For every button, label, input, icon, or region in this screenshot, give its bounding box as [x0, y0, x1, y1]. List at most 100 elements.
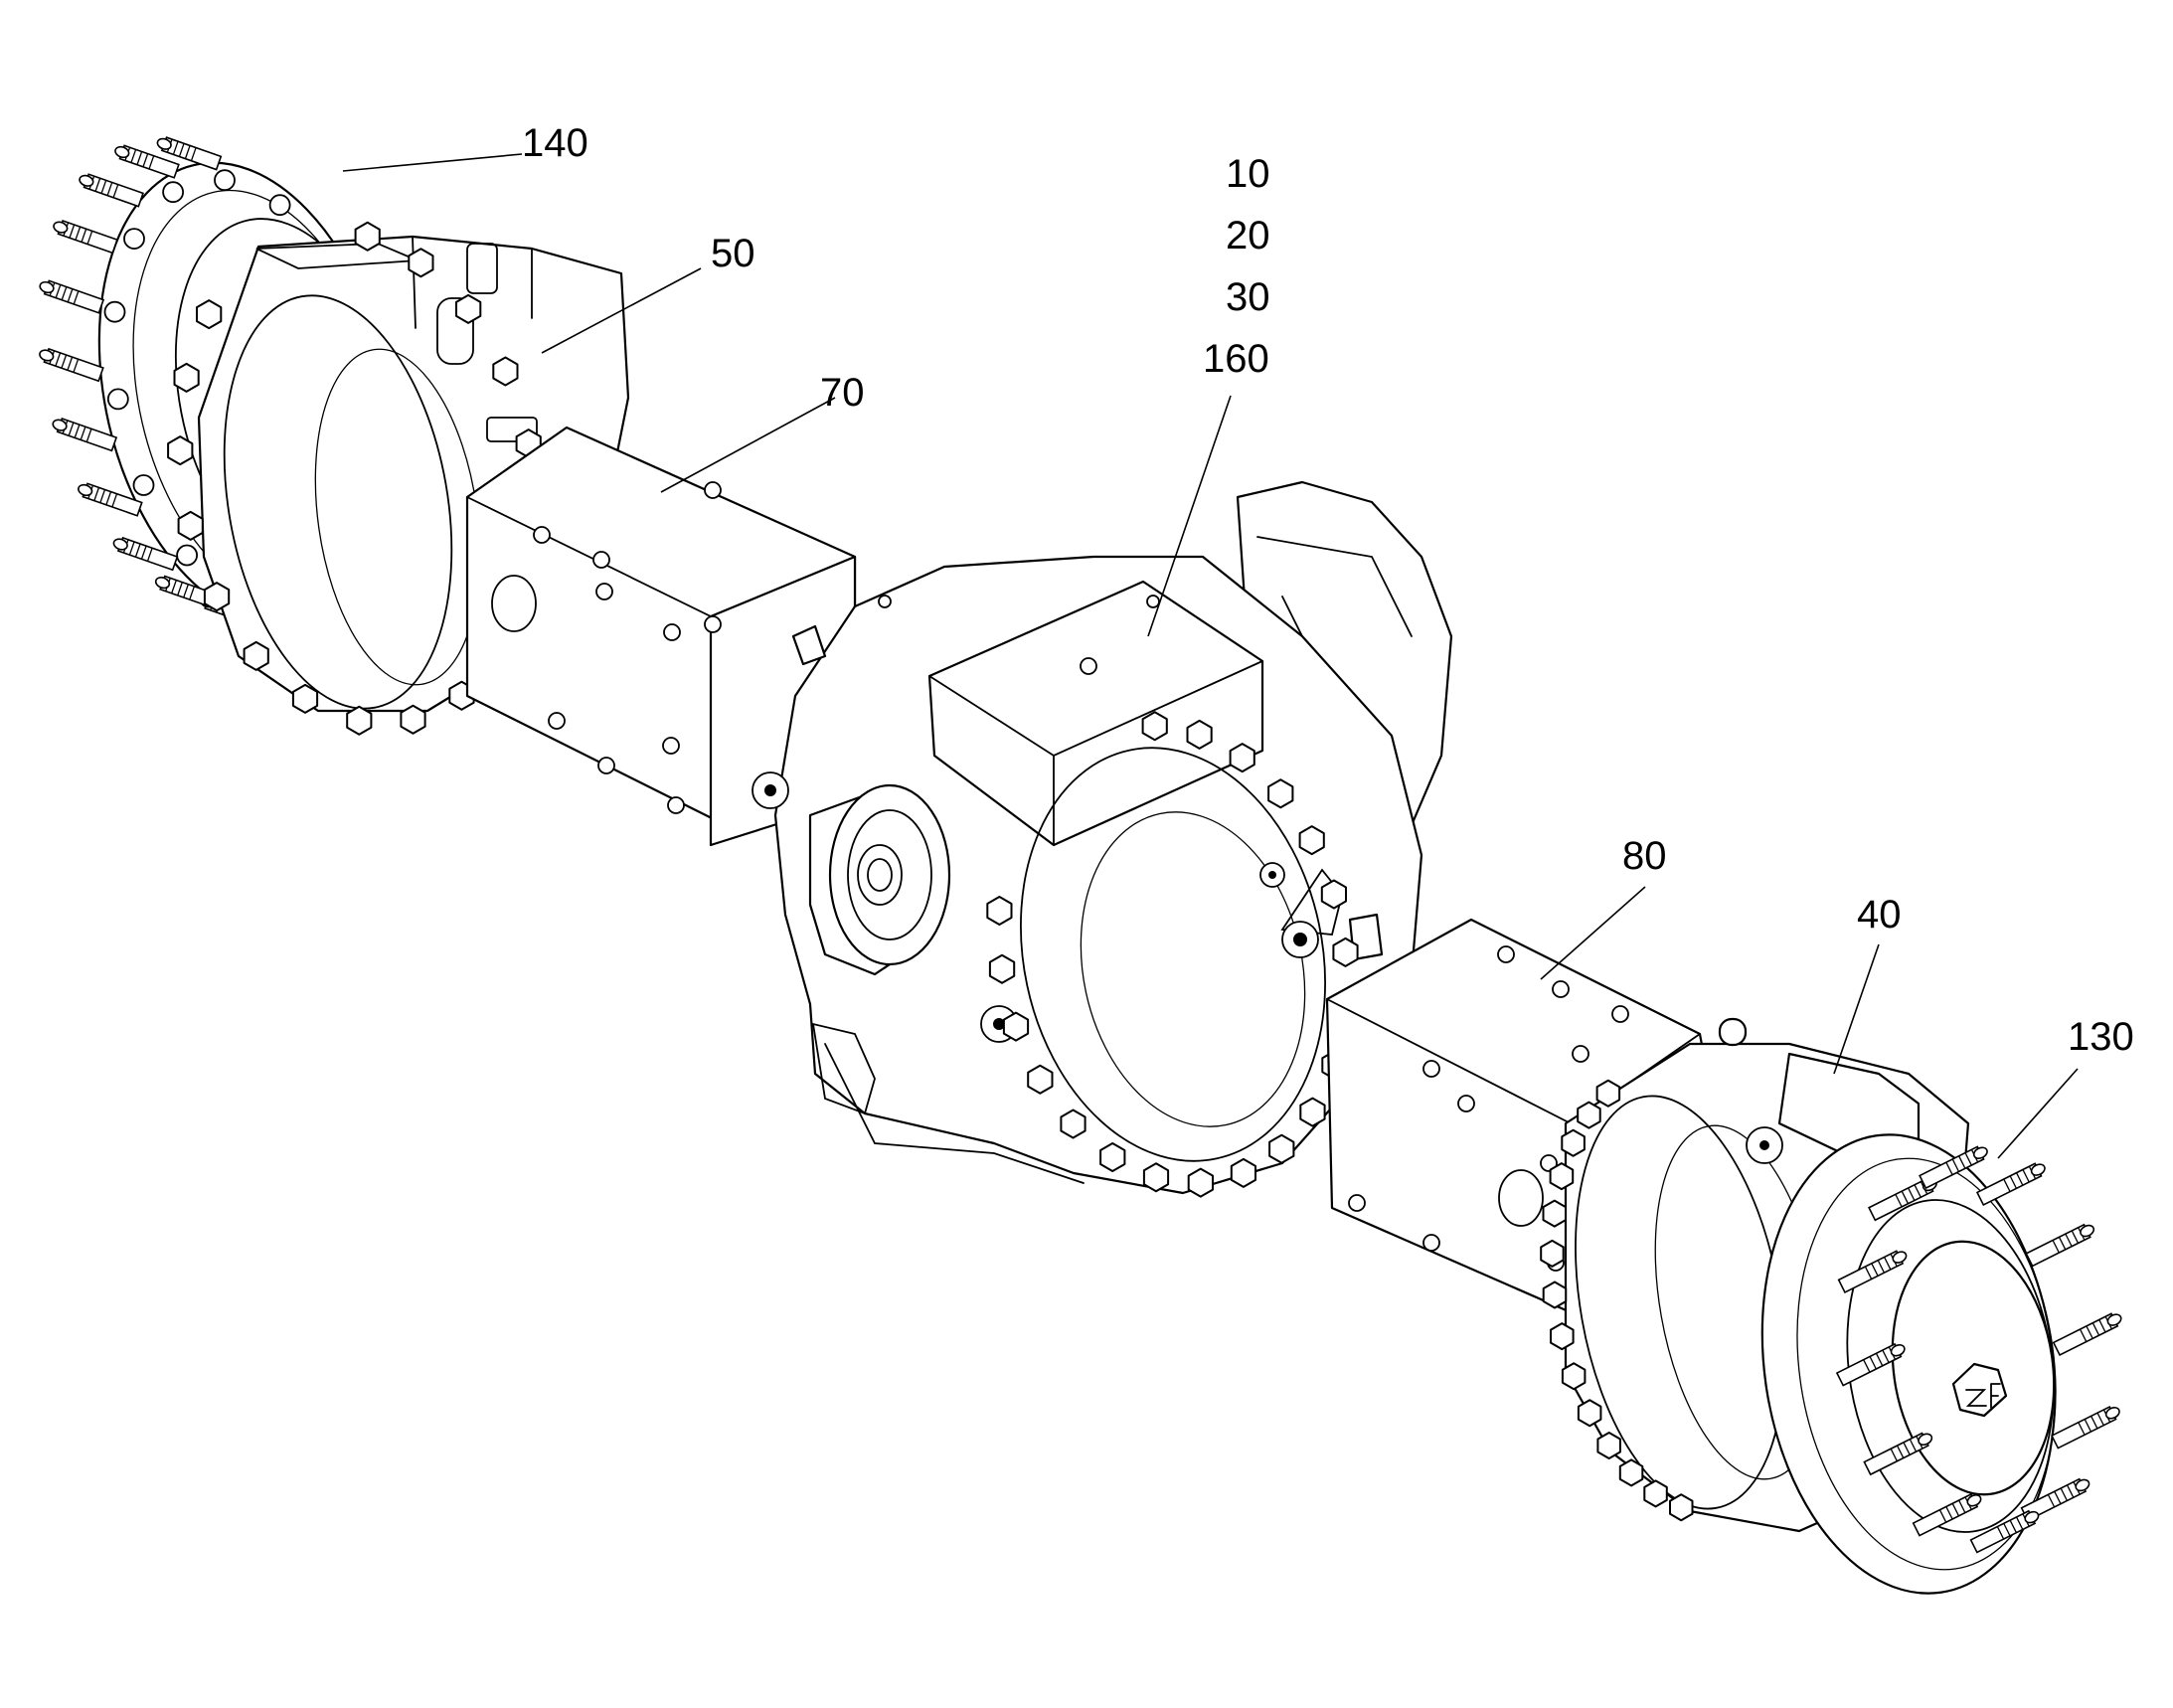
stud-thread	[2009, 1519, 2017, 1533]
flange-hole	[123, 228, 145, 251]
hex-bolt	[1230, 1157, 1256, 1188]
stud-thread	[130, 149, 137, 163]
flange-hole	[162, 181, 185, 204]
stud-thread	[100, 180, 107, 194]
stud-tip	[1972, 1146, 1988, 1159]
zf-logo	[1951, 1362, 2008, 1418]
stud-thread	[1945, 1161, 1953, 1175]
stud-thread	[1864, 1266, 1873, 1280]
stud-thread	[111, 493, 118, 508]
right-wheel-hub	[1760, 1133, 2122, 1595]
label-10: 10	[1226, 152, 1270, 196]
stud-tip	[156, 137, 172, 150]
stud-thread	[1871, 1263, 1879, 1277]
hex-bolt	[1577, 1399, 1602, 1428]
flange-hole	[214, 169, 236, 192]
right-planetary-bolts	[1540, 1079, 1694, 1522]
central-differential-housing	[752, 480, 1453, 1198]
stud-thread	[94, 178, 101, 192]
hex-bolt	[1577, 1101, 1601, 1129]
stud-thread	[184, 145, 191, 159]
hex-bolt	[203, 582, 231, 612]
hex-bolt	[1618, 1458, 1644, 1487]
stud-thread	[2047, 1494, 2056, 1508]
leader-line-130	[1997, 1068, 2079, 1159]
stud-thread	[1884, 1257, 1892, 1271]
stud-thread	[105, 491, 112, 506]
hex-bolt	[196, 299, 223, 330]
stud-thread	[172, 140, 179, 155]
stud-tip	[1890, 1343, 1906, 1357]
stud-thread	[55, 352, 62, 367]
hex-bolt	[1643, 1479, 1668, 1508]
hex-bolt	[400, 704, 426, 735]
leader-line-80	[1540, 886, 1646, 980]
hex-bolt	[1320, 879, 1347, 910]
stud-thread	[73, 358, 80, 373]
stud-tip	[52, 419, 68, 431]
stud-thread	[2003, 1178, 2011, 1192]
stud-tip	[1892, 1251, 1908, 1264]
right-wheel-studs	[1835, 1145, 2122, 1554]
leader-line-50	[541, 267, 702, 354]
stud-thread	[112, 184, 119, 198]
stud-tip	[154, 577, 171, 590]
stud-thread	[178, 143, 185, 157]
stud-tip	[2080, 1224, 2095, 1238]
stud-thread	[1951, 1158, 1960, 1172]
stud-thread	[74, 424, 81, 438]
stud-thread	[2022, 1169, 2030, 1183]
stud-thread	[2079, 1328, 2088, 1342]
hex-bolt	[1186, 719, 1213, 750]
stud-thread	[67, 288, 74, 303]
hex-bolt	[1142, 1162, 1170, 1193]
stud-thread	[1914, 1184, 1922, 1198]
stud-thread	[1958, 1499, 1966, 1513]
reference-labels: 140 50 70 10 20 30 160 80 40 130	[342, 121, 2134, 1159]
stud-thread	[2091, 1322, 2100, 1336]
left-planetary-bolts	[167, 221, 549, 736]
hex-bolt	[354, 221, 381, 252]
stud-thread	[1895, 1194, 1903, 1208]
hex-bolt	[1595, 1079, 1621, 1108]
hex-bolt	[1549, 1162, 1575, 1191]
hex-bolt	[346, 705, 373, 736]
stud-thread	[61, 354, 68, 369]
stud-thread	[80, 427, 86, 440]
stud-tip	[79, 174, 94, 187]
hex-bolt	[1332, 937, 1359, 967]
hex-bolt	[1561, 1362, 1587, 1391]
leader-line-160	[1147, 395, 1232, 637]
hex-bolt	[1099, 1142, 1126, 1172]
label-20: 20	[1226, 214, 1270, 257]
hex-bolt	[1141, 711, 1168, 742]
stud-thread	[1890, 1448, 1898, 1462]
stud-thread	[73, 290, 80, 305]
stud-thread	[2052, 1240, 2060, 1254]
stud-thread	[190, 147, 197, 161]
label-40: 40	[1857, 893, 1902, 937]
stud-tip	[39, 349, 55, 362]
stud-thread	[136, 151, 143, 165]
hex-bolt	[1060, 1109, 1086, 1139]
hex-bolt	[986, 896, 1013, 926]
stud-thread	[1896, 1445, 1905, 1458]
stud-thread	[2096, 1412, 2104, 1426]
stud-tip	[39, 280, 55, 294]
label-160: 160	[1203, 337, 1269, 381]
hex-bolt	[1596, 1432, 1621, 1459]
stud-thread	[1964, 1152, 1972, 1166]
hex-bolt	[1187, 1167, 1214, 1198]
stud-thread	[1875, 1352, 1884, 1367]
stud-thread	[177, 582, 183, 597]
label-70: 70	[820, 371, 865, 415]
left-wheel-studs	[39, 136, 265, 629]
hex-bolt	[1002, 1011, 1030, 1042]
stud-thread	[2066, 1484, 2075, 1498]
stud-thread	[61, 286, 68, 300]
label-140: 140	[522, 121, 588, 165]
stud-thread	[1945, 1506, 1953, 1520]
stud-thread	[75, 226, 82, 241]
